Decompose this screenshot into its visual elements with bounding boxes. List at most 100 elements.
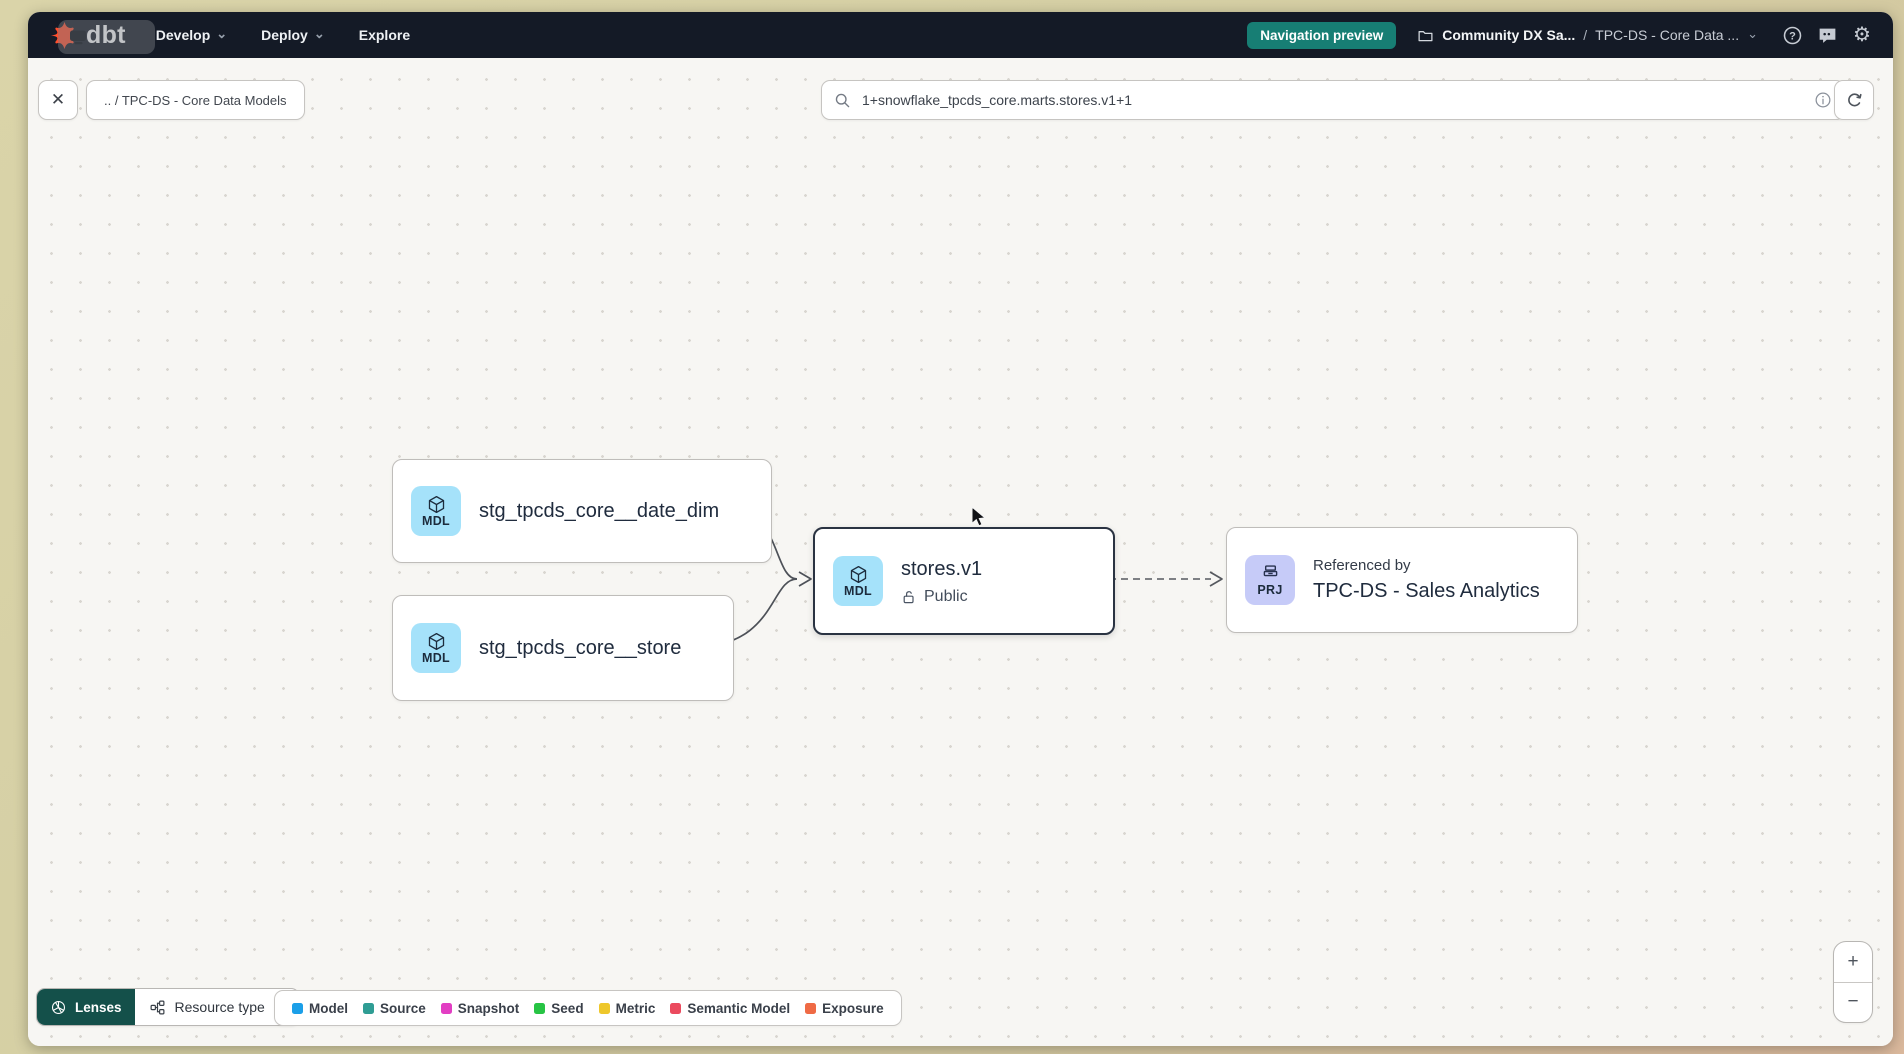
lineage-breadcrumb[interactable]: .. / TPC-DS - Core Data Models xyxy=(86,80,305,120)
dbt-logo-text: dbt xyxy=(86,20,126,49)
folder-icon xyxy=(1418,30,1433,41)
badge-label: MDL xyxy=(422,513,450,528)
zoom-out-button[interactable]: − xyxy=(1834,981,1872,1023)
stacked-drawers-icon xyxy=(1263,564,1277,576)
resource-legend: Model Source Snapshot Seed Metric Semant… xyxy=(274,990,902,1026)
legend-swatch xyxy=(292,1002,303,1014)
node-stores-v1[interactable]: MDL stores.v1 Public xyxy=(813,527,1115,635)
legend-label: Semantic Model xyxy=(687,1000,791,1016)
legend-item-exposure: Exposure xyxy=(805,1001,884,1016)
legend-label: Metric xyxy=(615,1000,656,1016)
legend-item-metric: Metric xyxy=(598,1000,656,1016)
screen-recording-pill xyxy=(58,20,155,54)
refresh-lineage-button[interactable] xyxy=(1834,80,1874,120)
search-icon xyxy=(835,93,850,107)
project-badge: PRJ xyxy=(1245,555,1295,605)
lens-icon xyxy=(51,1000,66,1014)
close-lineage-button[interactable]: ✕ xyxy=(38,80,78,120)
referenced-by-label: Referenced by xyxy=(1313,557,1411,574)
project-name: TPC-DS - Core Data ... xyxy=(1595,27,1740,43)
chevron-down-icon: ⌄ xyxy=(313,25,325,41)
access-label: Public xyxy=(924,587,968,605)
legend-item-snapshot: Snapshot xyxy=(440,1000,520,1016)
help-button[interactable]: ? xyxy=(1781,24,1803,46)
resource-type-label: Resource type xyxy=(174,999,265,1015)
node-label: TPC-DS - Sales Analytics xyxy=(1313,580,1540,602)
account-breadcrumb[interactable]: Community DX Sa... / TPC-DS - Core Data … xyxy=(1417,27,1758,44)
minus-icon: − xyxy=(1847,991,1859,1013)
plus-icon: + xyxy=(1847,950,1859,972)
breadcrumb-separator: / xyxy=(1583,27,1588,43)
badge-label: PRJ xyxy=(1257,582,1283,597)
legend-swatch xyxy=(440,1002,452,1014)
cube-icon xyxy=(428,495,444,513)
zoom-control: + − xyxy=(1833,941,1873,1023)
svg-text:?: ? xyxy=(1789,30,1796,42)
legend-label: Model xyxy=(309,1000,348,1016)
node-label: stg_tpcds_core__store xyxy=(479,637,682,659)
dbt-logo[interactable]: dbt xyxy=(50,21,126,50)
node-label: stg_tpcds_core__date_dim xyxy=(479,500,720,522)
node-text-block: stores.v1 Public xyxy=(901,557,982,606)
legend-item-model: Model xyxy=(292,1001,348,1016)
dbt-logo-icon xyxy=(50,21,79,49)
node-stg-tpcds-core-store[interactable]: MDL stg_tpcds_core__store xyxy=(392,595,734,701)
legend-item-semantic-model: Semantic Model xyxy=(670,1001,790,1016)
legend-label: Exposure xyxy=(822,1000,884,1016)
nav-menu-develop[interactable]: Develop ⌄ xyxy=(156,25,228,44)
lineage-search-bar xyxy=(821,80,1845,120)
cube-icon xyxy=(850,565,866,583)
legend-label: Seed xyxy=(551,1000,584,1016)
model-badge: MDL xyxy=(411,486,461,536)
nav-menus: Develop ⌄ Deploy ⌄ Explore xyxy=(156,25,410,44)
legend-swatch xyxy=(534,1002,546,1014)
lineage-breadcrumb-label: .. / TPC-DS - Core Data Models xyxy=(104,92,287,108)
info-icon[interactable] xyxy=(1814,91,1832,109)
lenses-button[interactable]: Lenses xyxy=(37,989,135,1025)
top-navbar: dbt Develop ⌄ Deploy ⌄ Explore Navigatio… xyxy=(28,12,1893,58)
settings-button[interactable]: ⚙ xyxy=(1851,24,1873,46)
node-text-block: Referenced by TPC-DS - Sales Analytics xyxy=(1313,557,1540,603)
help-icon: ? xyxy=(1783,26,1801,44)
arrowhead-into-stores xyxy=(798,571,812,587)
legend-swatch xyxy=(805,1002,817,1014)
account-name: Community DX Sa... xyxy=(1442,27,1576,43)
nav-menu-explore-label: Explore xyxy=(358,27,411,43)
close-icon: ✕ xyxy=(50,90,66,109)
node-label: stores.v1 xyxy=(901,557,983,580)
legend-swatch xyxy=(363,1002,374,1014)
app-window: dbt Develop ⌄ Deploy ⌄ Explore Navigatio… xyxy=(28,12,1893,1046)
legend-swatch xyxy=(598,1002,610,1014)
navigation-preview-badge[interactable]: Navigation preview xyxy=(1247,21,1397,49)
zoom-in-button[interactable]: + xyxy=(1834,942,1872,982)
access-row: Public xyxy=(901,588,982,606)
refresh-icon xyxy=(1847,93,1862,106)
badge-label: MDL xyxy=(844,583,872,598)
nav-menu-explore[interactable]: Explore xyxy=(359,27,410,43)
legend-item-source: Source xyxy=(363,1001,426,1016)
legend-label: Source xyxy=(380,1000,426,1016)
chevron-down-icon: ⌄ xyxy=(216,25,228,41)
node-tpcds-sales-analytics[interactable]: PRJ Referenced by TPC-DS - Sales Analyti… xyxy=(1226,527,1578,633)
lineage-canvas[interactable]: ✕ .. / TPC-DS - Core Data Models xyxy=(28,58,1893,1046)
legend-swatch xyxy=(670,1002,682,1014)
lenses-control: Lenses Resource type ⌄ xyxy=(36,988,300,1026)
model-badge: MDL xyxy=(833,556,883,606)
chevron-down-icon[interactable]: ⌄ xyxy=(1747,25,1758,41)
feedback-button[interactable] xyxy=(1816,24,1838,46)
navbar-right: Navigation preview Community DX Sa... / … xyxy=(1247,21,1873,49)
resource-graph-icon xyxy=(150,1000,165,1014)
search-input[interactable] xyxy=(860,91,1805,109)
mouse-cursor xyxy=(971,506,987,527)
model-badge: MDL xyxy=(411,623,461,673)
nav-menu-deploy[interactable]: Deploy ⌄ xyxy=(261,25,325,44)
nav-menu-deploy-label: Deploy xyxy=(261,27,308,43)
unlock-icon xyxy=(903,590,914,603)
monitor-icon xyxy=(70,30,86,44)
gear-icon: ⚙ xyxy=(1853,24,1871,46)
legend-label: Snapshot xyxy=(457,1000,520,1016)
legend-item-seed: Seed xyxy=(534,1000,584,1016)
node-stg-tpcds-core-date-dim[interactable]: MDL stg_tpcds_core__date_dim xyxy=(392,459,772,563)
chat-bubble-icon xyxy=(1819,28,1835,43)
navbar-icon-group: ? ⚙ xyxy=(1781,24,1873,46)
